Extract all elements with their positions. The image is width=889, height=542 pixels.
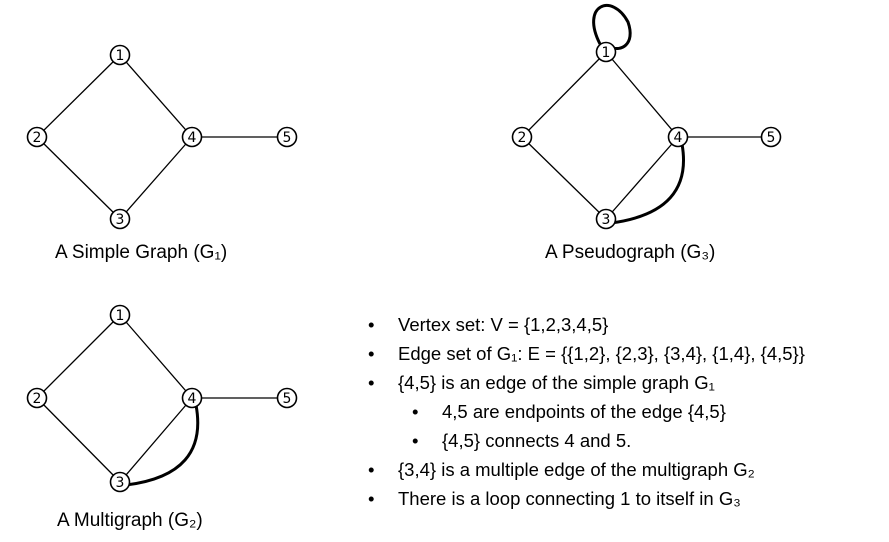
simple-graph-g1-vertices: 1 2 3 4 5 xyxy=(26,44,298,230)
vertex-4 xyxy=(667,126,689,148)
bullet-text: There is a loop connecting 1 to itself i… xyxy=(398,488,741,509)
multiple-edge-3-4 xyxy=(125,404,200,487)
vertex-5 xyxy=(276,387,298,409)
vertex-2 xyxy=(26,387,48,409)
vertex-5 xyxy=(760,126,782,148)
loop-1-1 xyxy=(592,4,632,50)
multigraph-g2 xyxy=(36,314,287,487)
bullet-text: 4,5 are endpoints of the edge {4,5} xyxy=(442,401,726,422)
vertex-2 xyxy=(511,126,533,148)
vertex-label: 5 xyxy=(767,130,776,146)
bullet-dot: • xyxy=(412,430,419,451)
bullet-text: {3,4} is a multiple edge of the multigra… xyxy=(398,459,755,480)
vertex-1 xyxy=(109,44,131,66)
vertex-label: 1 xyxy=(602,45,611,61)
bullet-text: Vertex set: V = {1,2,3,4,5} xyxy=(398,314,609,335)
vertex-1 xyxy=(595,41,617,63)
pseudograph-g3 xyxy=(521,4,771,225)
edge-2-3 xyxy=(36,136,121,220)
bullet-edge-set: • Edge set of G₁: E = {{1,2}, {2,3}, {3,4… xyxy=(368,339,805,368)
bullet-dot: • xyxy=(368,459,375,480)
bullet-dot: • xyxy=(368,488,375,509)
vertex-label: 3 xyxy=(116,475,125,491)
caption-simple-graph: A Simple Graph (G₁) xyxy=(55,242,228,263)
edge-1-2 xyxy=(36,54,121,138)
edge-3-4 xyxy=(119,136,193,220)
vertex-label: 1 xyxy=(116,308,125,324)
vertex-5 xyxy=(276,126,298,148)
caption-pseudograph: A Pseudograph (G₃) xyxy=(545,242,716,263)
edge-2-3 xyxy=(521,136,607,220)
vertex-1 xyxy=(109,304,131,326)
edge-1-4 xyxy=(119,54,193,138)
edge-3-4 xyxy=(119,397,193,483)
edge-1-2 xyxy=(521,51,607,138)
vertex-label: 5 xyxy=(283,130,292,146)
bullet-multiple-edge: • {3,4} is a multiple edge of the multigr… xyxy=(368,455,805,484)
bullet-text: {4,5} connects 4 and 5. xyxy=(442,430,632,451)
vertex-3 xyxy=(109,471,131,493)
bullet-text: {4,5} is an edge of the simple graph G₁ xyxy=(398,372,715,393)
vertex-4 xyxy=(181,126,203,148)
edge-1-2 xyxy=(36,314,121,399)
bullet-text: Edge set of G₁: E = {{1,2}, {2,3}, {3,4}… xyxy=(398,343,805,364)
bullet-endpoints: • 4,5 are endpoints of the edge {4,5} xyxy=(368,397,805,426)
bullet-edge-of-simple-graph: • {4,5} is an edge of the simple graph G₁ xyxy=(368,368,805,397)
bullet-vertex-set: • Vertex set: V = {1,2,3,4,5} xyxy=(368,310,805,339)
bullet-dot: • xyxy=(412,401,419,422)
vertex-3 xyxy=(109,208,131,230)
bullet-dot: • xyxy=(368,372,375,393)
multigraph-g2-vertices: 1 2 3 4 5 xyxy=(26,304,298,493)
vertex-label: 2 xyxy=(33,130,42,146)
vertex-label: 2 xyxy=(518,130,527,146)
edge-3-4 xyxy=(605,136,679,220)
edge-1-4 xyxy=(605,51,679,138)
bullet-dot: • xyxy=(368,343,375,364)
vertex-3 xyxy=(595,208,617,230)
definition-bullet-list: • Vertex set: V = {1,2,3,4,5} • Edge set o… xyxy=(368,310,805,513)
bullet-connects: • {4,5} connects 4 and 5. xyxy=(368,426,805,455)
vertex-2 xyxy=(26,126,48,148)
multiple-edge-3-4 xyxy=(610,143,685,225)
pseudograph-g3-vertices: 1 2 3 4 5 xyxy=(511,41,782,230)
vertex-4 xyxy=(181,387,203,409)
vertex-label: 3 xyxy=(116,212,125,228)
caption-multigraph: A Multigraph (G₂) xyxy=(57,510,203,531)
bullet-loop: • There is a loop connecting 1 to itself … xyxy=(368,484,805,513)
vertex-label: 4 xyxy=(188,391,197,407)
vertex-label: 4 xyxy=(674,130,683,146)
vertex-label: 2 xyxy=(33,391,42,407)
vertex-label: 5 xyxy=(283,391,292,407)
edge-2-3 xyxy=(36,397,121,483)
vertex-label: 4 xyxy=(188,130,197,146)
edge-1-4 xyxy=(119,314,193,399)
simple-graph-g1 xyxy=(36,54,287,220)
bullet-dot: • xyxy=(368,314,375,335)
vertex-label: 3 xyxy=(602,212,611,228)
vertex-label: 1 xyxy=(116,48,125,64)
